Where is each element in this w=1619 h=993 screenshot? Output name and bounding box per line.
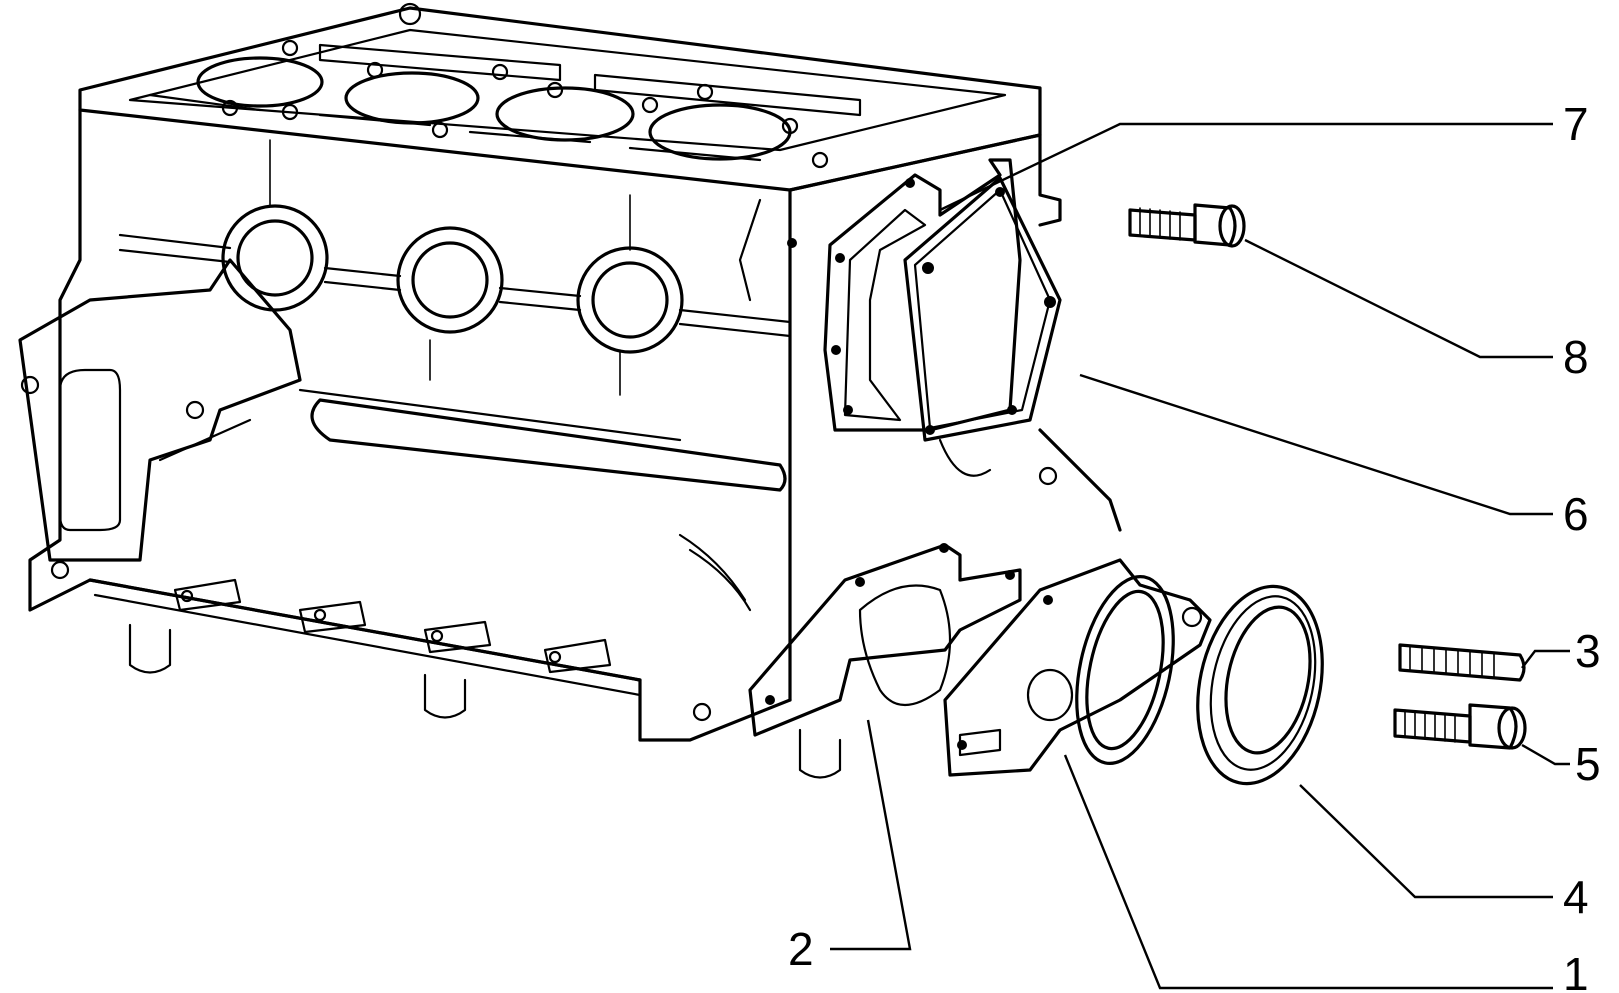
leader-2	[830, 719, 912, 951]
callout-1: 1	[1563, 948, 1589, 993]
part-6-cover-plate	[903, 176, 1062, 442]
leader-lines	[830, 122, 1570, 990]
callout-3: 3	[1575, 625, 1601, 677]
callout-7: 7	[1563, 98, 1589, 150]
part-4-oil-seal	[1196, 584, 1324, 786]
leader-8	[1244, 238, 1553, 359]
part-2-seal-housing-gasket	[748, 543, 1022, 737]
engine-block	[18, 2, 1122, 779]
part-1-seal-housing	[943, 558, 1212, 777]
callout-5: 5	[1575, 738, 1601, 790]
callout-4: 4	[1563, 871, 1589, 923]
leader-7	[939, 122, 1553, 212]
part-3-stud	[1398, 643, 1526, 682]
part-8-bolt	[1128, 203, 1246, 248]
leader-3	[1521, 649, 1570, 669]
callout-6: 6	[1563, 488, 1589, 540]
part-5-bolt	[1393, 703, 1527, 750]
part-7-cover-gasket	[823, 158, 1022, 432]
callout-8: 8	[1563, 331, 1589, 383]
leader-6	[1079, 373, 1553, 516]
callout-labels: 7 8 6 3 5 4 2 1	[788, 98, 1601, 993]
leader-4	[1299, 784, 1553, 899]
leader-5	[1521, 743, 1570, 766]
callout-2: 2	[788, 923, 814, 975]
leader-1	[1063, 754, 1553, 990]
